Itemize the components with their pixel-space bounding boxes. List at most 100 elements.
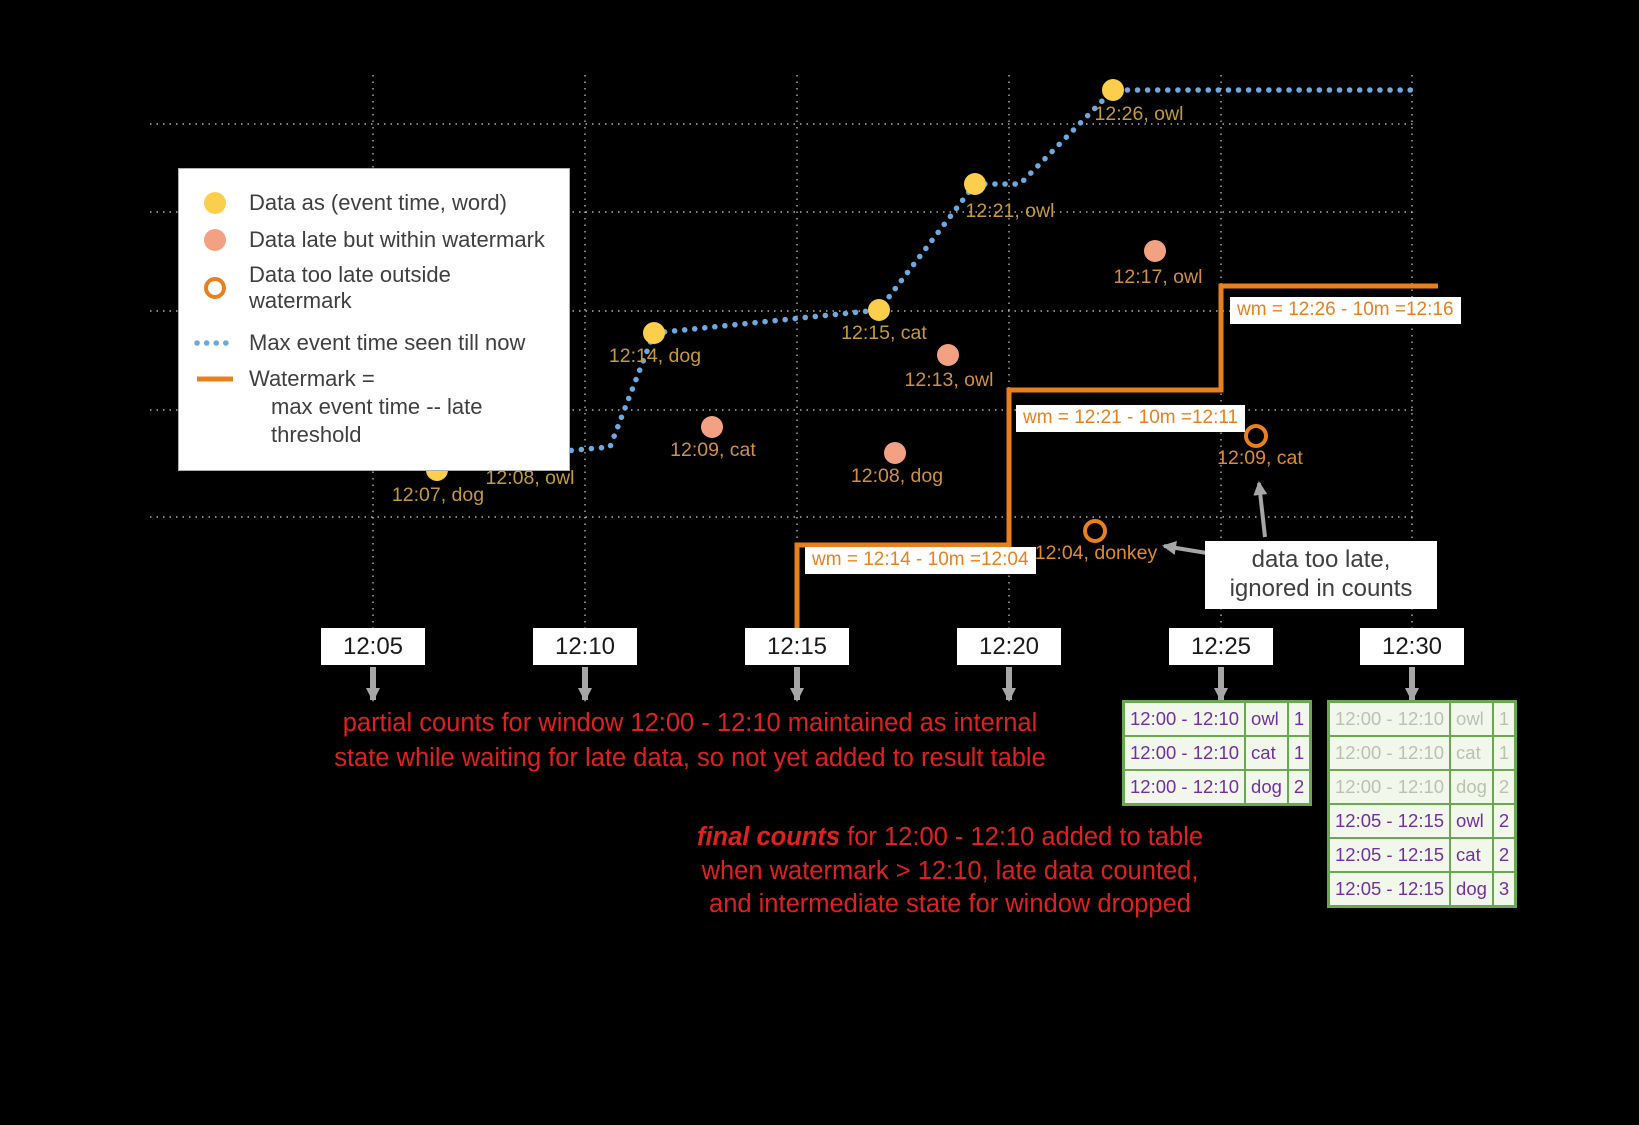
cell-window: 12:00 - 12:10 xyxy=(1122,769,1247,806)
cell-word: owl xyxy=(1244,700,1289,737)
event-late-dot xyxy=(1144,240,1166,262)
event-on-time-label: 12:15, cat xyxy=(841,322,927,344)
legend-item-watermark: Watermark = max event time -- late thres… xyxy=(193,365,559,449)
cell-word: dog xyxy=(1449,769,1494,805)
cell-count: 2 xyxy=(1491,769,1517,805)
axis-tick-12:25: 12:25 xyxy=(1169,628,1273,665)
event-on-time-dot xyxy=(868,299,890,321)
event-too-late-label: 12:04, donkey xyxy=(1035,542,1158,564)
cell-count: 1 xyxy=(1286,735,1312,771)
event-on-time-label: 12:26, owl xyxy=(1095,103,1184,125)
axis-tick-12:05: 12:05 xyxy=(321,628,425,665)
cell-word: dog xyxy=(1244,769,1289,806)
legend-label-too-late: Data too late outside watermark xyxy=(249,262,451,313)
partial-counts-line2: state while waiting for late data, so no… xyxy=(334,743,1046,772)
cell-word: owl xyxy=(1449,700,1494,737)
legend-label-watermark-2: max event time -- late threshold xyxy=(271,394,483,447)
too-late-ring-icon xyxy=(204,277,226,299)
event-too-late-dot xyxy=(1083,519,1107,543)
event-late-dot xyxy=(701,416,723,438)
late-dot-icon xyxy=(204,229,226,251)
cell-word: cat xyxy=(1449,735,1494,771)
event-late-label: 12:08, dog xyxy=(851,465,943,487)
cell-window: 12:00 - 12:10 xyxy=(1327,700,1452,737)
event-late-label: 12:13, owl xyxy=(905,369,994,391)
cell-count: 2 xyxy=(1491,803,1517,839)
cell-window: 12:05 - 12:15 xyxy=(1327,837,1452,873)
watermark-line-sample-icon xyxy=(197,376,233,382)
final-counts-line3: and intermediate state for window droppe… xyxy=(709,890,1191,918)
max-event-line-sample-icon xyxy=(194,340,236,346)
cell-count: 2 xyxy=(1286,769,1312,806)
cell-count: 3 xyxy=(1491,871,1517,908)
legend-item-max-event: Max event time seen till now xyxy=(193,328,559,358)
legend-item-on-time: Data as (event time, word) xyxy=(193,188,559,218)
on-time-dot-icon xyxy=(204,192,226,214)
watermark-value-label-1: wm = 12:14 - 10m =12:04 xyxy=(805,547,1036,574)
too-late-note-line1: data too late, xyxy=(1251,546,1391,573)
watermark-value-label-2: wm = 12:21 - 10m =12:11 xyxy=(1016,405,1246,432)
note-arrow-icon xyxy=(1162,541,1214,556)
max-event-time-line xyxy=(528,87,1419,457)
cell-word: owl xyxy=(1449,803,1494,839)
cell-window: 12:05 - 12:15 xyxy=(1327,803,1452,839)
cell-word: dog xyxy=(1449,871,1494,908)
event-on-time-dot xyxy=(1102,79,1124,101)
legend-label-max-event: Max event time seen till now xyxy=(249,330,526,355)
too-late-note-line2: ignored in counts xyxy=(1229,575,1413,602)
event-on-time-dot xyxy=(643,322,665,344)
cell-word: cat xyxy=(1244,735,1289,771)
event-on-time-dot xyxy=(964,173,986,195)
event-on-time-label: 12:07, dog xyxy=(392,484,484,506)
event-late-dot xyxy=(884,442,906,464)
partial-counts-annotation: partial counts for window 12:00 - 12:10 … xyxy=(170,706,1210,775)
event-too-late-dot xyxy=(1244,424,1268,448)
cell-window: 12:00 - 12:10 xyxy=(1327,769,1452,805)
event-late-dot xyxy=(937,344,959,366)
event-on-time-label: 12:14, dog xyxy=(609,345,701,367)
final-counts-annotation: final counts for 12:00 - 12:10 added to … xyxy=(580,821,1320,922)
legend-label-late: Data late but within watermark xyxy=(249,227,545,252)
event-late-label: 12:17, owl xyxy=(1114,266,1203,288)
legend-item-too-late: Data too late outside watermark xyxy=(193,262,559,314)
axis-tick-12:10: 12:10 xyxy=(533,628,637,665)
legend: Data as (event time, word) Data late but… xyxy=(178,168,570,471)
cell-window: 12:00 - 12:10 xyxy=(1122,735,1247,771)
cell-word: cat xyxy=(1449,837,1494,873)
legend-item-late: Data late but within watermark xyxy=(193,225,559,255)
final-counts-emphasis: final counts xyxy=(696,823,841,851)
partial-counts-line1: partial counts for window 12:00 - 12:10 … xyxy=(342,709,1038,737)
cell-window: 12:00 - 12:10 xyxy=(1122,700,1247,737)
final-counts-line2: when watermark > 12:10, late data counte… xyxy=(701,856,1199,885)
axis-tick-12:30: 12:30 xyxy=(1360,628,1464,665)
watermark-line xyxy=(794,283,1438,645)
final-counts-line1: for 12:00 - 12:10 added to table xyxy=(840,823,1204,851)
legend-label-on-time: Data as (event time, word) xyxy=(249,190,507,215)
cell-count: 1 xyxy=(1286,700,1312,737)
cell-count: 1 xyxy=(1491,735,1517,771)
event-on-time-label: 12:21, owl xyxy=(966,200,1055,222)
event-too-late-label: 12:09, cat xyxy=(1217,447,1303,469)
note-arrow-icon xyxy=(1253,481,1268,538)
axis-tick-12:20: 12:20 xyxy=(957,628,1061,665)
event-late-label: 12:09, cat xyxy=(670,439,756,461)
cell-window: 12:05 - 12:15 xyxy=(1327,871,1452,908)
cell-window: 12:00 - 12:10 xyxy=(1327,735,1452,771)
watermark-value-label-3: wm = 12:26 - 10m =12:16 xyxy=(1230,297,1461,324)
too-late-note: data too late, ignored in counts xyxy=(1205,541,1437,609)
event-on-time-label: 12:08, owl xyxy=(486,467,575,489)
axis-tick-12:15: 12:15 xyxy=(745,628,849,665)
